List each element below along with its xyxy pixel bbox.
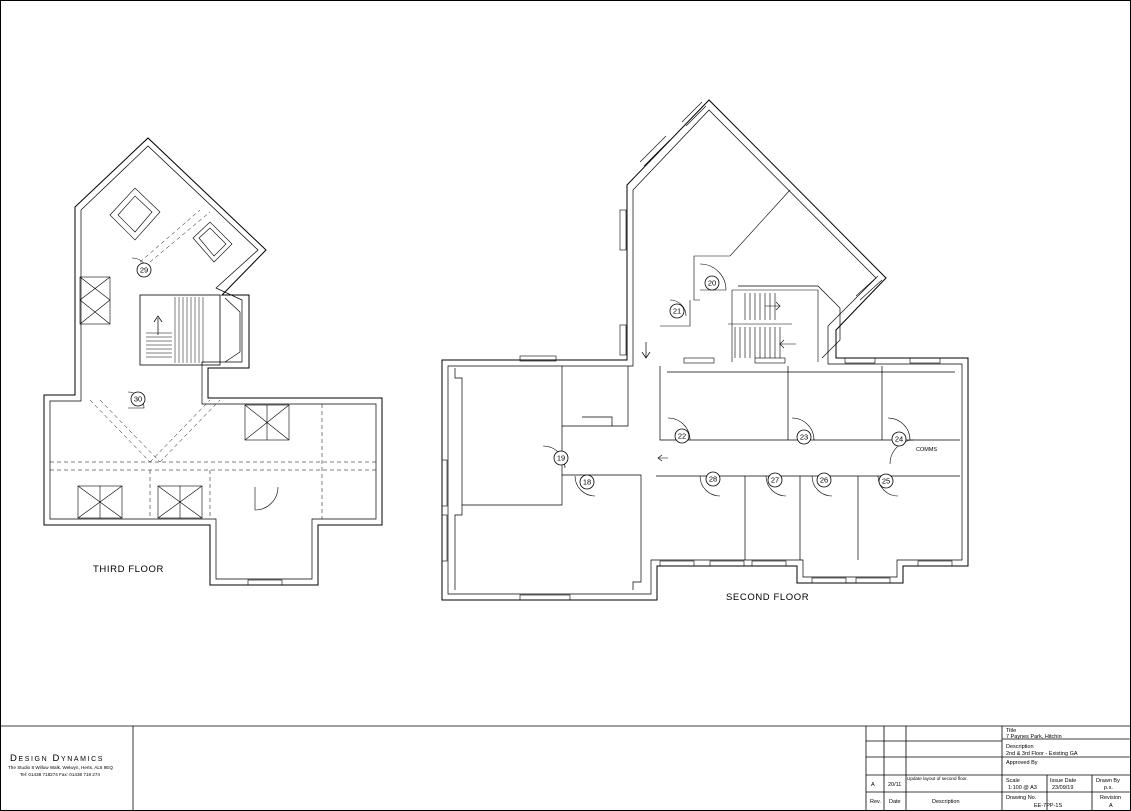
third-floor-skylights bbox=[77, 187, 290, 519]
approved-label: Approved By bbox=[1006, 760, 1038, 766]
room-tag-25 bbox=[878, 473, 894, 489]
drawn-by-label: Drawn By bbox=[1096, 778, 1120, 784]
room-tag-30 bbox=[130, 391, 146, 407]
drawing-no-value: EE-7PP-1S bbox=[1034, 803, 1062, 809]
room-number: 19 bbox=[557, 454, 565, 463]
revision-header-rev: Rev. bbox=[870, 799, 881, 805]
title-value: 7 Paynes Park, Hitchin bbox=[1006, 734, 1062, 740]
brand-name: Design Dynamics bbox=[10, 753, 104, 764]
second-floor-partition bbox=[660, 189, 791, 327]
third-floor-window bbox=[247, 579, 283, 586]
title-block-text: Design Dynamics The Studio 8 Willow Walk… bbox=[8, 728, 1121, 809]
revision-header-date: Date bbox=[889, 799, 901, 805]
room-number: 21 bbox=[673, 307, 681, 316]
drawn-by-value: p.s. bbox=[1104, 785, 1113, 791]
third-floor-stair-arrow bbox=[153, 315, 163, 335]
third-floor-stair-core bbox=[139, 294, 221, 366]
room-number: 29 bbox=[140, 266, 148, 275]
second-floor-left-rooms bbox=[454, 366, 642, 590]
third-floor-plan bbox=[43, 137, 383, 586]
room-tag-19 bbox=[553, 450, 569, 466]
room-tag-28 bbox=[705, 471, 721, 487]
second-floor-inner-wall bbox=[447, 109, 963, 595]
revision-row-description: Update layout of second floor. bbox=[907, 776, 968, 781]
drawing-no-label: Drawing No. bbox=[1006, 795, 1037, 801]
second-floor-outer-wall bbox=[441, 99, 969, 601]
room-tag-29 bbox=[136, 262, 152, 278]
second-floor-stair-core bbox=[728, 289, 819, 362]
title-label: Title bbox=[1006, 728, 1016, 734]
room-tag-22 bbox=[674, 428, 690, 444]
room-tag-20 bbox=[704, 275, 720, 291]
comms-label: COMMS bbox=[916, 447, 937, 453]
brand-contact: Tel: 01438 718274 Fax: 01438 718 274 bbox=[20, 772, 100, 777]
second-floor-label: SECOND FLOOR bbox=[726, 592, 809, 603]
room-tags bbox=[130, 262, 907, 490]
third-floor-inner-wall bbox=[49, 145, 377, 580]
room-number: 18 bbox=[583, 478, 591, 487]
third-floor-angled-wall bbox=[224, 297, 241, 363]
revision-row-rev: A bbox=[871, 782, 875, 788]
third-floor-stair-treads bbox=[146, 297, 204, 363]
third-floor-roof-lines bbox=[50, 209, 376, 519]
issue-date-value: 23/09/19 bbox=[1052, 785, 1073, 791]
room-number: 22 bbox=[678, 432, 686, 441]
room-number: 26 bbox=[820, 476, 828, 485]
room-number: 27 bbox=[771, 476, 779, 485]
revision-header-description: Description bbox=[932, 799, 960, 805]
room-number: 20 bbox=[708, 279, 716, 288]
room-number: 25 bbox=[882, 477, 890, 486]
second-floor-plan bbox=[441, 99, 969, 601]
third-floor-outer-wall bbox=[43, 137, 383, 586]
issue-date-label: Issue Date bbox=[1050, 778, 1076, 784]
scale-label: Scale bbox=[1006, 778, 1020, 784]
room-number: 28 bbox=[709, 475, 717, 484]
brand-address: The Studio 8 Willow Walk, Welwyn, Herts.… bbox=[8, 765, 113, 770]
room-tag-27 bbox=[767, 472, 783, 488]
second-floor-entrance-arrow bbox=[641, 342, 651, 359]
third-floor-label: THIRD FLOOR bbox=[93, 564, 164, 575]
room-tag-23 bbox=[796, 429, 812, 445]
revision-value: A bbox=[1109, 803, 1113, 809]
revision-row-date: 20/11 bbox=[888, 782, 901, 788]
room-tag-26 bbox=[816, 472, 832, 488]
second-floor-windows bbox=[441, 101, 953, 601]
room-tag-18 bbox=[579, 474, 595, 490]
description-value: 2nd & 3rd Floor - Existing GA bbox=[1006, 751, 1078, 757]
second-floor-corridor-arrow bbox=[657, 454, 668, 462]
revision-label: Revision bbox=[1100, 795, 1121, 801]
description-label: Description bbox=[1006, 744, 1034, 750]
room-number: 23 bbox=[800, 433, 808, 442]
second-floor-lift-wall bbox=[738, 285, 841, 359]
room-number: 24 bbox=[895, 435, 903, 444]
room-number: 30 bbox=[134, 395, 142, 404]
room-tag-labels: 29 30 20 21 22 23 24 19 18 28 27 26 25 bbox=[134, 266, 903, 487]
room-tag-24 bbox=[891, 431, 907, 447]
room-tag-21 bbox=[669, 303, 685, 319]
second-floor-offices bbox=[656, 366, 960, 560]
second-floor-door-swings bbox=[542, 263, 915, 497]
scale-value: 1:100 @ A3 bbox=[1008, 785, 1037, 791]
title-block bbox=[0, 725, 1131, 811]
third-floor-door-swing bbox=[254, 486, 279, 511]
